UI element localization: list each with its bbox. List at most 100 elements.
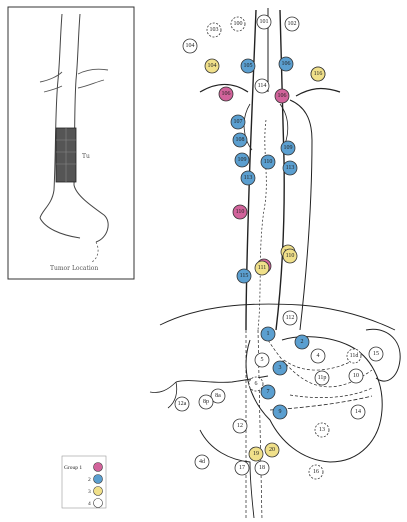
lymph-node: 20 [265, 443, 279, 457]
lymph-node: 17 [235, 461, 249, 475]
lymph-node: 13 [315, 423, 329, 437]
lymph-node: 104 [205, 59, 219, 73]
lymph-node: 115 [237, 269, 251, 283]
lymph-node: 106 [279, 57, 293, 71]
left-branch [150, 382, 177, 408]
legend-label: Group 1 [64, 465, 82, 471]
lymph-node-label: 100 [234, 21, 243, 27]
lymph-node-label: 5 [261, 357, 264, 363]
lymph-node: 108 [233, 133, 247, 147]
lymph-nodes: 1001011021031041041041051061061061071081… [175, 15, 383, 479]
lymph-node: 104 [183, 39, 197, 53]
lymph-node-label: 6 [255, 381, 258, 387]
lymph-node-label: 115 [240, 273, 249, 279]
legend-label: 3 [88, 489, 91, 495]
lymph-node-label: 114 [258, 83, 267, 89]
lymph-node: 112 [283, 311, 297, 325]
lymph-node: 103 [207, 23, 221, 37]
lymph-node-label: 3 [279, 365, 282, 371]
legend-label: 2 [88, 477, 91, 483]
aorta-descending [290, 100, 312, 330]
lymph-node: 15 [369, 347, 383, 361]
lymph-node-label: 107 [234, 119, 243, 125]
lymph-node-label: 2 [301, 339, 304, 345]
lymph-node: 10 [349, 369, 363, 383]
lymph-node-label: 113 [244, 175, 253, 181]
lymph-node: 12 [233, 419, 247, 433]
lymph-node-label: 11d [350, 353, 359, 359]
legend-swatch [94, 463, 103, 472]
lymph-node: 101 [257, 15, 271, 29]
lymph-node-label: 103 [210, 27, 219, 33]
lymph-node: 7 [261, 385, 275, 399]
lymph-node-label: 13 [319, 427, 325, 433]
lymph-node-label: 102 [288, 21, 297, 27]
lymph-node-label: 104 [208, 63, 217, 69]
lymph-node-label: 106 [278, 93, 287, 99]
lymph-node-label: 116 [314, 71, 323, 77]
lymph-node: 16 [309, 465, 323, 479]
legend-swatch [94, 475, 103, 484]
lymph-node: 4 [311, 349, 325, 363]
lymph-node-label: 12a [178, 401, 187, 407]
lymph-node: 11d [347, 349, 361, 363]
lymph-node-label: 18 [259, 465, 265, 471]
lymph-node: 107 [231, 115, 245, 129]
lymph-node-label: 19 [253, 451, 259, 457]
lymph-node: 4d [195, 455, 209, 469]
lymph-node: 113 [241, 171, 255, 185]
lymph-node-label: 101 [260, 19, 269, 25]
lymph-node-label: 105 [244, 63, 253, 69]
legend-swatch [94, 487, 103, 496]
lymph-node-label: 7 [267, 389, 270, 395]
tumor-label: Tu [82, 153, 90, 160]
legend-swatch [94, 499, 103, 508]
lymph-node: 114 [255, 79, 269, 93]
lymph-node-label: 104 [186, 43, 195, 49]
lymph-node-label: 109 [284, 145, 293, 151]
lymph-node-label: 8p [203, 399, 209, 405]
lymph-node: 18 [255, 461, 269, 475]
lymph-node-label: 17 [239, 465, 245, 471]
lymph-node: 109 [235, 153, 249, 167]
lymph-node: 5 [255, 353, 269, 367]
lymph-node: 100 [231, 17, 245, 31]
thoracic-duct [258, 120, 266, 330]
lymph-node-label: 111 [258, 265, 267, 271]
lymph-node: 2 [295, 335, 309, 349]
lymph-node-label: 106 [222, 91, 231, 97]
lymph-node: 109 [281, 141, 295, 155]
lymph-node: 110 [283, 249, 297, 263]
lymph-node: 8p [199, 395, 213, 409]
inset-caption: Tumor Location [50, 265, 98, 272]
lymph-node: 116 [311, 67, 325, 81]
lymph-node: 3 [273, 361, 287, 375]
lymph-node-label: 10 [353, 373, 359, 379]
legend-label: 4 [88, 501, 91, 507]
lymph-node: 1 [261, 327, 275, 341]
lymph-node-label: 4 [317, 353, 320, 359]
lymph-node-label: 106 [282, 61, 291, 67]
lymph-node-label: 9 [279, 409, 282, 415]
lymph-node: 14 [351, 405, 365, 419]
lymph-node-label: 112 [286, 315, 295, 321]
lymph-node: 12a [175, 397, 189, 411]
lymph-node-label: 20 [269, 447, 275, 453]
lymph-node: 9 [273, 405, 287, 419]
lymph-node: 106 [275, 89, 289, 103]
lymph-node-label: 113 [286, 165, 295, 171]
legend: Group 1 2 3 4 [62, 456, 106, 508]
lymph-node-label: 1 [267, 331, 270, 337]
lymph-node: 110 [233, 205, 247, 219]
lymph-node-label: 16 [313, 469, 319, 475]
lymph-node-label: 108 [236, 137, 245, 143]
lymph-node: 113 [283, 161, 297, 175]
lymph-node: 102 [285, 17, 299, 31]
lymph-node-label: 12 [237, 423, 243, 429]
lymph-node: 106 [219, 87, 233, 101]
lymph-node-label: 11p [318, 375, 327, 381]
lymph-node-label: 15 [373, 351, 379, 357]
anatomy-outline [150, 8, 400, 520]
lymph-node: 111 [255, 261, 269, 275]
lymph-node-label: 8a [215, 393, 221, 399]
